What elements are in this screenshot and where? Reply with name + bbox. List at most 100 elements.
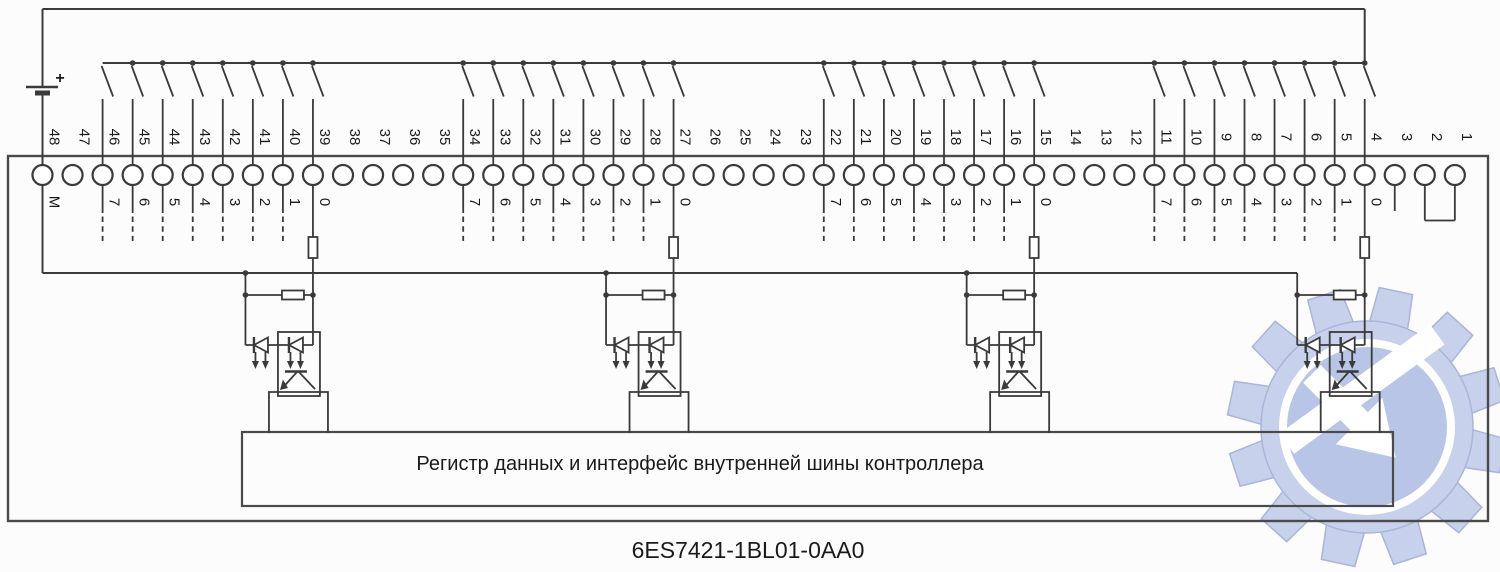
terminal-circle-34 — [452, 163, 475, 187]
terminal-number-30: 30 — [586, 129, 603, 146]
junction-dot — [242, 292, 249, 298]
terminal-number-45: 45 — [136, 129, 153, 146]
terminal-circle-7 — [1263, 163, 1286, 187]
terminal-circle-29 — [602, 163, 625, 187]
junction-dot — [250, 60, 256, 66]
channel-label-7: 3 — [1278, 198, 1295, 206]
terminal-number-19: 19 — [917, 129, 934, 146]
switch-contact-blade — [160, 65, 175, 97]
input-resistor — [668, 236, 679, 259]
terminal-number-31: 31 — [556, 129, 573, 146]
channel-label-m: M — [46, 196, 63, 209]
terminal-circle-37 — [361, 163, 385, 187]
terminal-circle-41 — [241, 163, 264, 187]
emitter-arrowhead — [1331, 379, 1340, 390]
terminal-number-28: 28 — [647, 129, 664, 146]
switch-contact-blade — [1302, 65, 1316, 97]
switch-contact-blade — [1212, 65, 1226, 97]
input-resistor — [1028, 236, 1040, 259]
terminal-number-7: 7 — [1278, 133, 1295, 141]
register-input-pedestal — [628, 391, 690, 433]
terminal-number-27: 27 — [677, 129, 694, 146]
logo-arrowhead — [1335, 397, 1396, 458]
terminal-circle-20 — [872, 163, 896, 187]
terminal-number-1: 1 — [1458, 133, 1475, 141]
terminal-circle-9 — [1203, 163, 1226, 187]
junction-dot — [310, 292, 316, 298]
optocoupler-group-4 — [1296, 273, 1381, 433]
junction-dot — [220, 60, 226, 66]
shunt-resistor — [281, 289, 305, 301]
phototransistor-collector — [658, 371, 677, 390]
switch-contact-blade — [100, 65, 114, 97]
switch-contact-blade — [1002, 65, 1016, 97]
led-arrowhead — [1303, 361, 1311, 369]
channel-label-29: 2 — [616, 198, 633, 206]
terminal-circle-32 — [512, 163, 535, 187]
status-led-diode — [612, 335, 630, 355]
data-register-label: Регистр данных и интерфейс внутренней ши… — [416, 453, 984, 475]
terminal-circle-25 — [722, 163, 745, 187]
terminal-number-11: 11 — [1157, 129, 1174, 145]
terminal-circle-16 — [992, 163, 1016, 187]
junction-dot — [1331, 60, 1338, 66]
terminal-circle-17 — [962, 163, 986, 187]
switch-contact-blade — [551, 65, 565, 97]
phototransistor-collector — [1350, 371, 1368, 390]
junction-dot — [1031, 60, 1037, 66]
terminal-number-29: 29 — [616, 129, 633, 146]
junction-dot — [310, 60, 316, 66]
junction-dot — [971, 60, 977, 66]
led-arrowhead — [1348, 361, 1356, 369]
terminal-circle-12 — [1113, 163, 1136, 187]
led-arrowhead — [1018, 361, 1026, 369]
terminal-number-24: 24 — [767, 129, 784, 146]
terminal-number-23: 23 — [797, 129, 814, 146]
terminal-number-20: 20 — [887, 129, 904, 146]
switch-contact-blade — [311, 65, 325, 97]
channel-label-33: 6 — [496, 198, 513, 206]
input-resistor — [1359, 236, 1371, 259]
terminal-number-3: 3 — [1398, 133, 1415, 141]
led-arrowhead — [647, 361, 655, 369]
terminal-number-38: 38 — [346, 129, 363, 146]
terminal-number-44: 44 — [166, 129, 183, 146]
channel-label-43: 4 — [196, 198, 213, 206]
channel-label-31: 4 — [556, 198, 573, 206]
junction-dot — [490, 60, 497, 66]
optocoupler-group-1 — [244, 273, 329, 433]
channel-label-45: 6 — [136, 198, 153, 206]
switch-contact-blade — [1272, 65, 1286, 97]
channel-label-9: 5 — [1217, 198, 1234, 206]
channel-label-41: 2 — [256, 198, 273, 206]
junction-dot — [159, 60, 166, 66]
terminal-number-33: 33 — [496, 129, 513, 146]
junction-dot — [963, 270, 970, 276]
terminal-circle-43 — [181, 163, 204, 187]
junction-dot — [580, 60, 587, 66]
switch-contact-blade — [491, 65, 505, 97]
terminal-number-18: 18 — [947, 129, 964, 146]
junction-dot — [963, 292, 970, 298]
junction-dot — [1294, 292, 1300, 298]
terminal-circle-19 — [902, 163, 926, 187]
junction-dot — [881, 60, 887, 66]
led-arrowhead — [1338, 361, 1346, 369]
terminal-number-36: 36 — [406, 129, 423, 146]
terminal-circle-35 — [422, 163, 445, 187]
terminal-number-10: 10 — [1187, 129, 1204, 146]
data-register-box — [240, 430, 1395, 508]
switch-contact-blade — [581, 65, 595, 97]
switch-contact-blade — [882, 65, 896, 97]
phototransistor-collector — [1019, 371, 1037, 390]
junction-dot — [1151, 60, 1158, 66]
terminal-circle-28 — [632, 163, 655, 187]
shunt-resistor — [1002, 289, 1027, 301]
switch-contact-blade — [821, 65, 836, 97]
optocoupler-box — [1328, 331, 1373, 397]
terminal-circle-13 — [1083, 163, 1106, 187]
terminal-number-25: 25 — [737, 129, 754, 146]
junction-dot — [1361, 292, 1368, 298]
order-number-caption: 6ES7421-1BL01-0AA0 — [632, 537, 865, 563]
terminal-circle-48 — [31, 163, 54, 187]
